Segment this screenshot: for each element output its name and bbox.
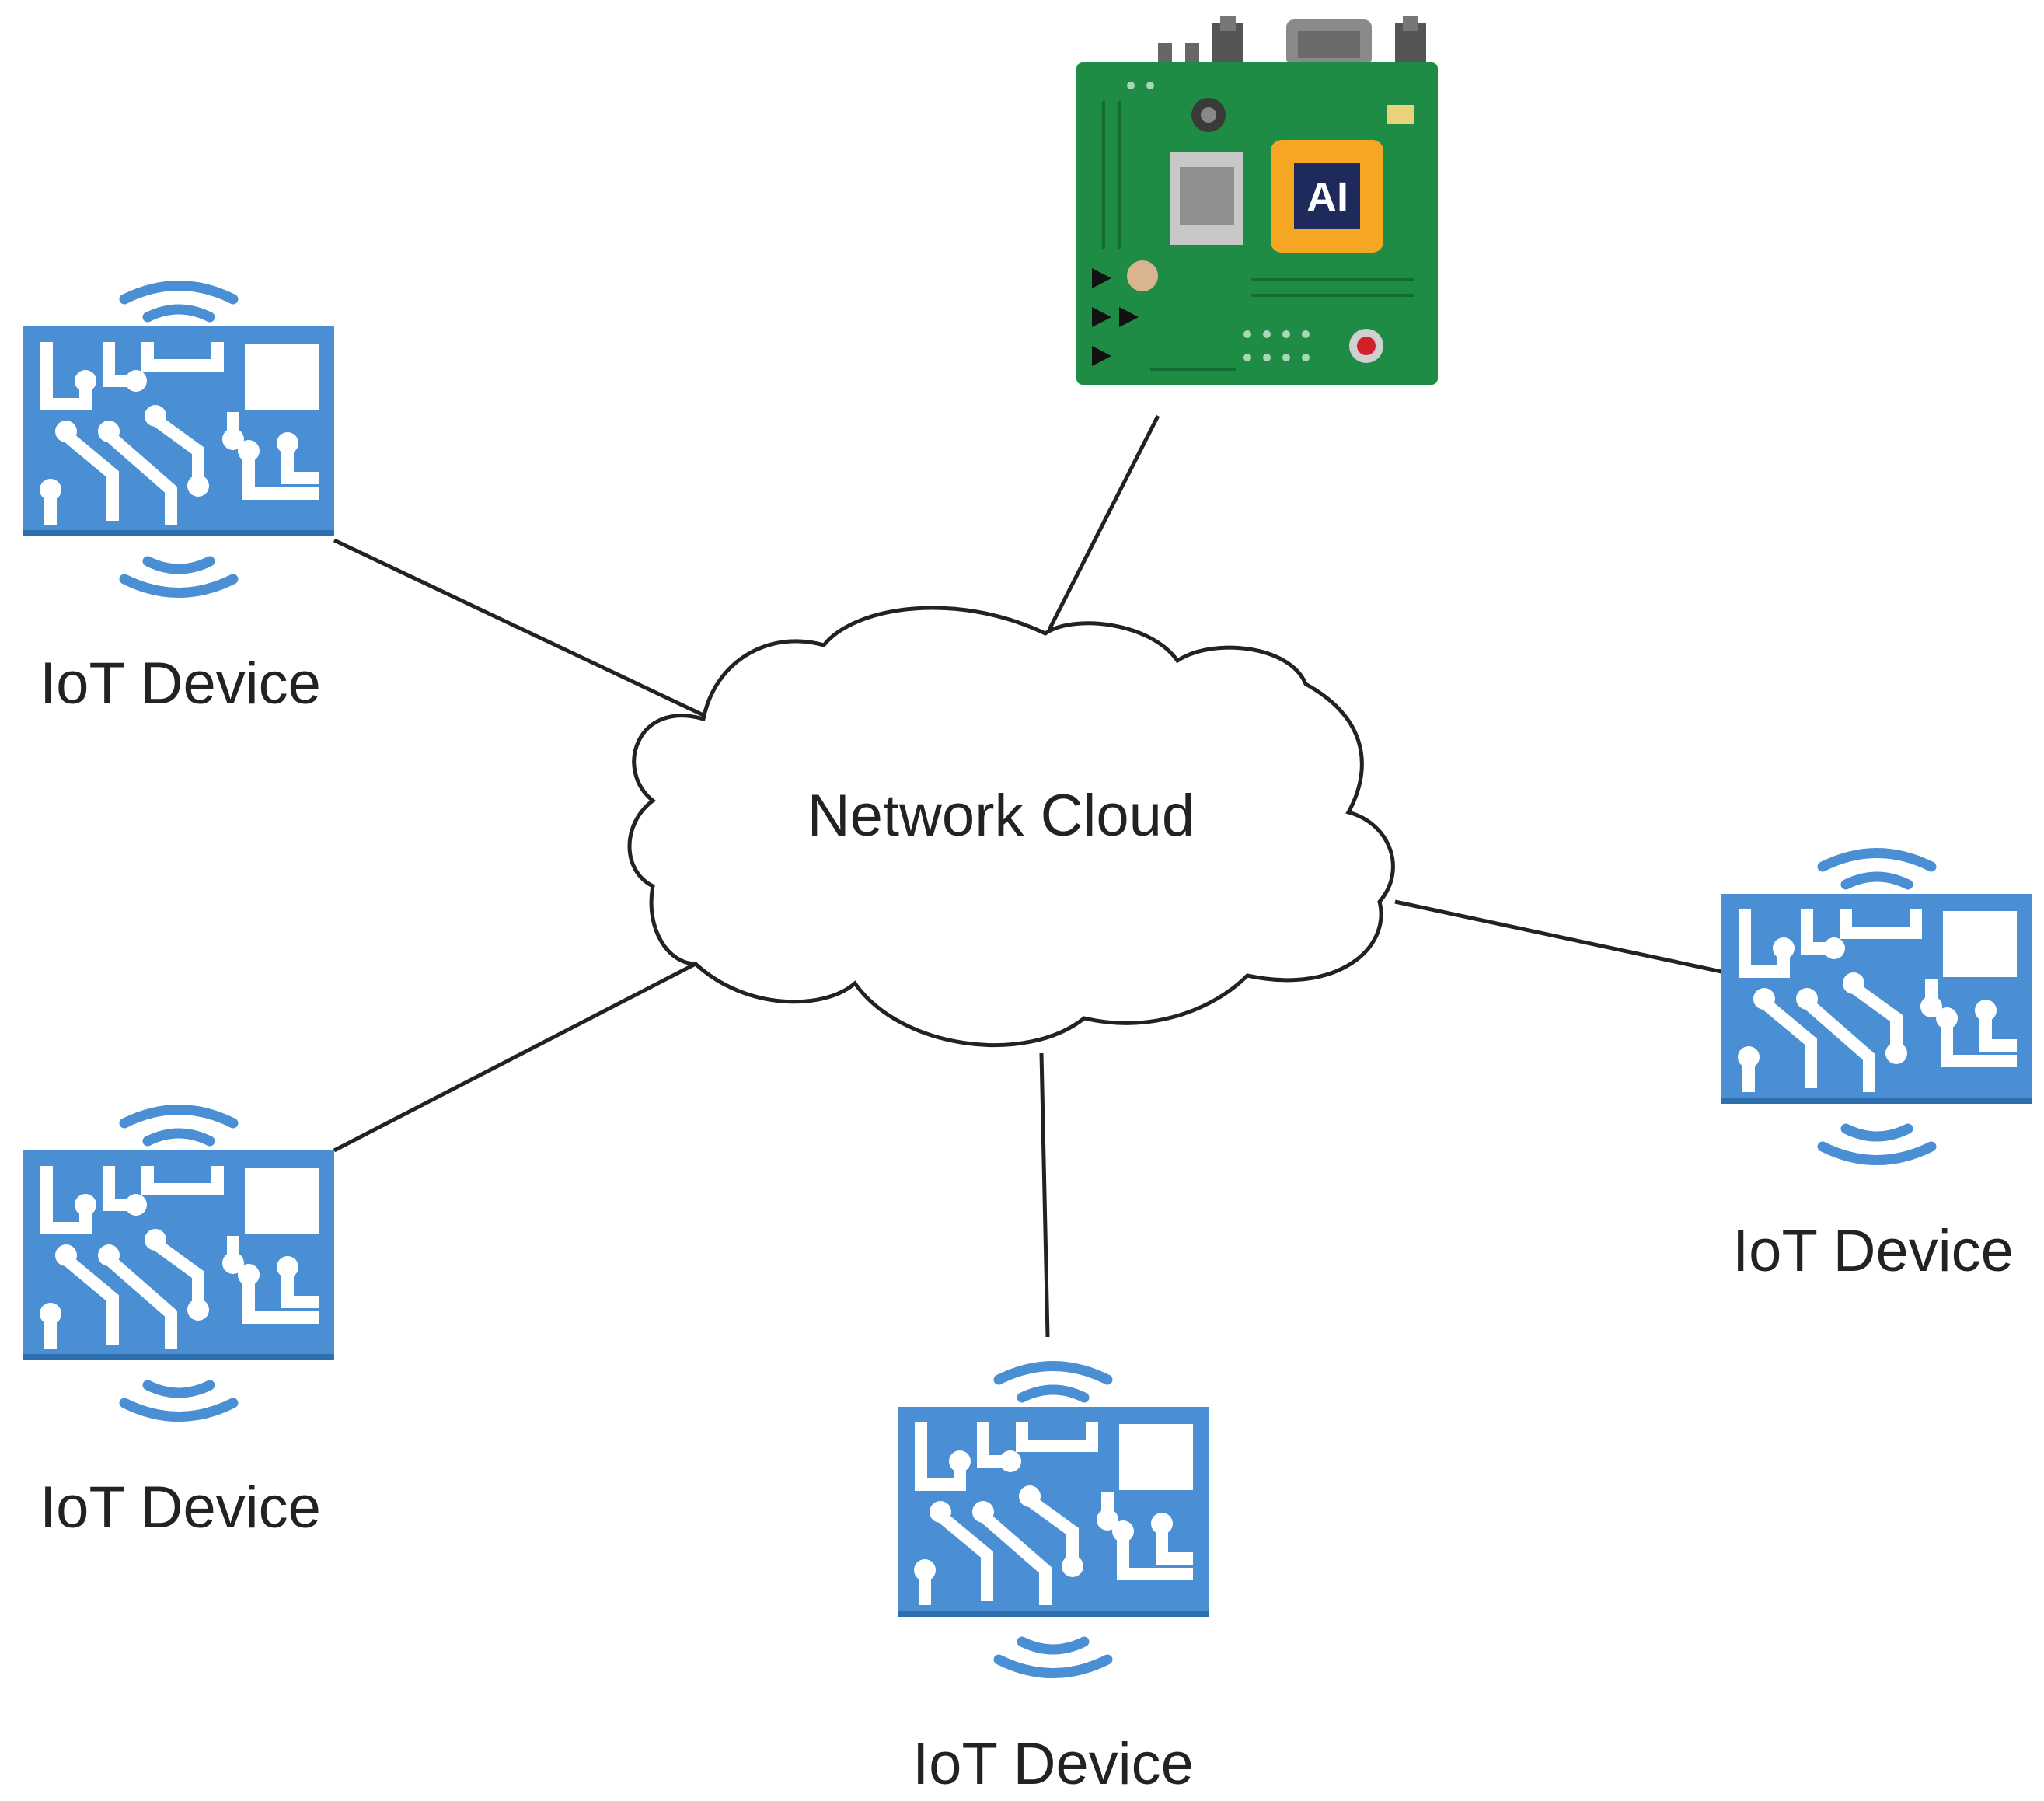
iot-device-icon-bottom (898, 1366, 1209, 1674)
link-right (1394, 899, 1722, 974)
network-cloud-icon (627, 606, 1395, 1048)
iot-device-label-top-left: IoT Device (40, 651, 321, 717)
network-cloud-label: Network Cloud (807, 783, 1195, 849)
link-bottom-left (333, 962, 697, 1153)
iot-device-label-bottom-left: IoT Device (40, 1475, 321, 1541)
link-top-left (333, 538, 705, 717)
iot-device-label-right: IoT Device (1732, 1218, 2014, 1284)
iot-device-icon-bottom-left (23, 1110, 334, 1417)
link-bottom (1039, 1052, 1050, 1338)
iot-device-icon-top-left (23, 286, 334, 593)
iot-device-label-bottom: IoT Device (912, 1731, 1194, 1797)
connection-lines (333, 414, 1722, 1338)
iot-device-icon-right (1721, 853, 2032, 1161)
ai-chip-label: AI (1306, 174, 1348, 221)
link-ai-board (1047, 414, 1160, 631)
ai-board-icon: AI (1076, 16, 1438, 385)
